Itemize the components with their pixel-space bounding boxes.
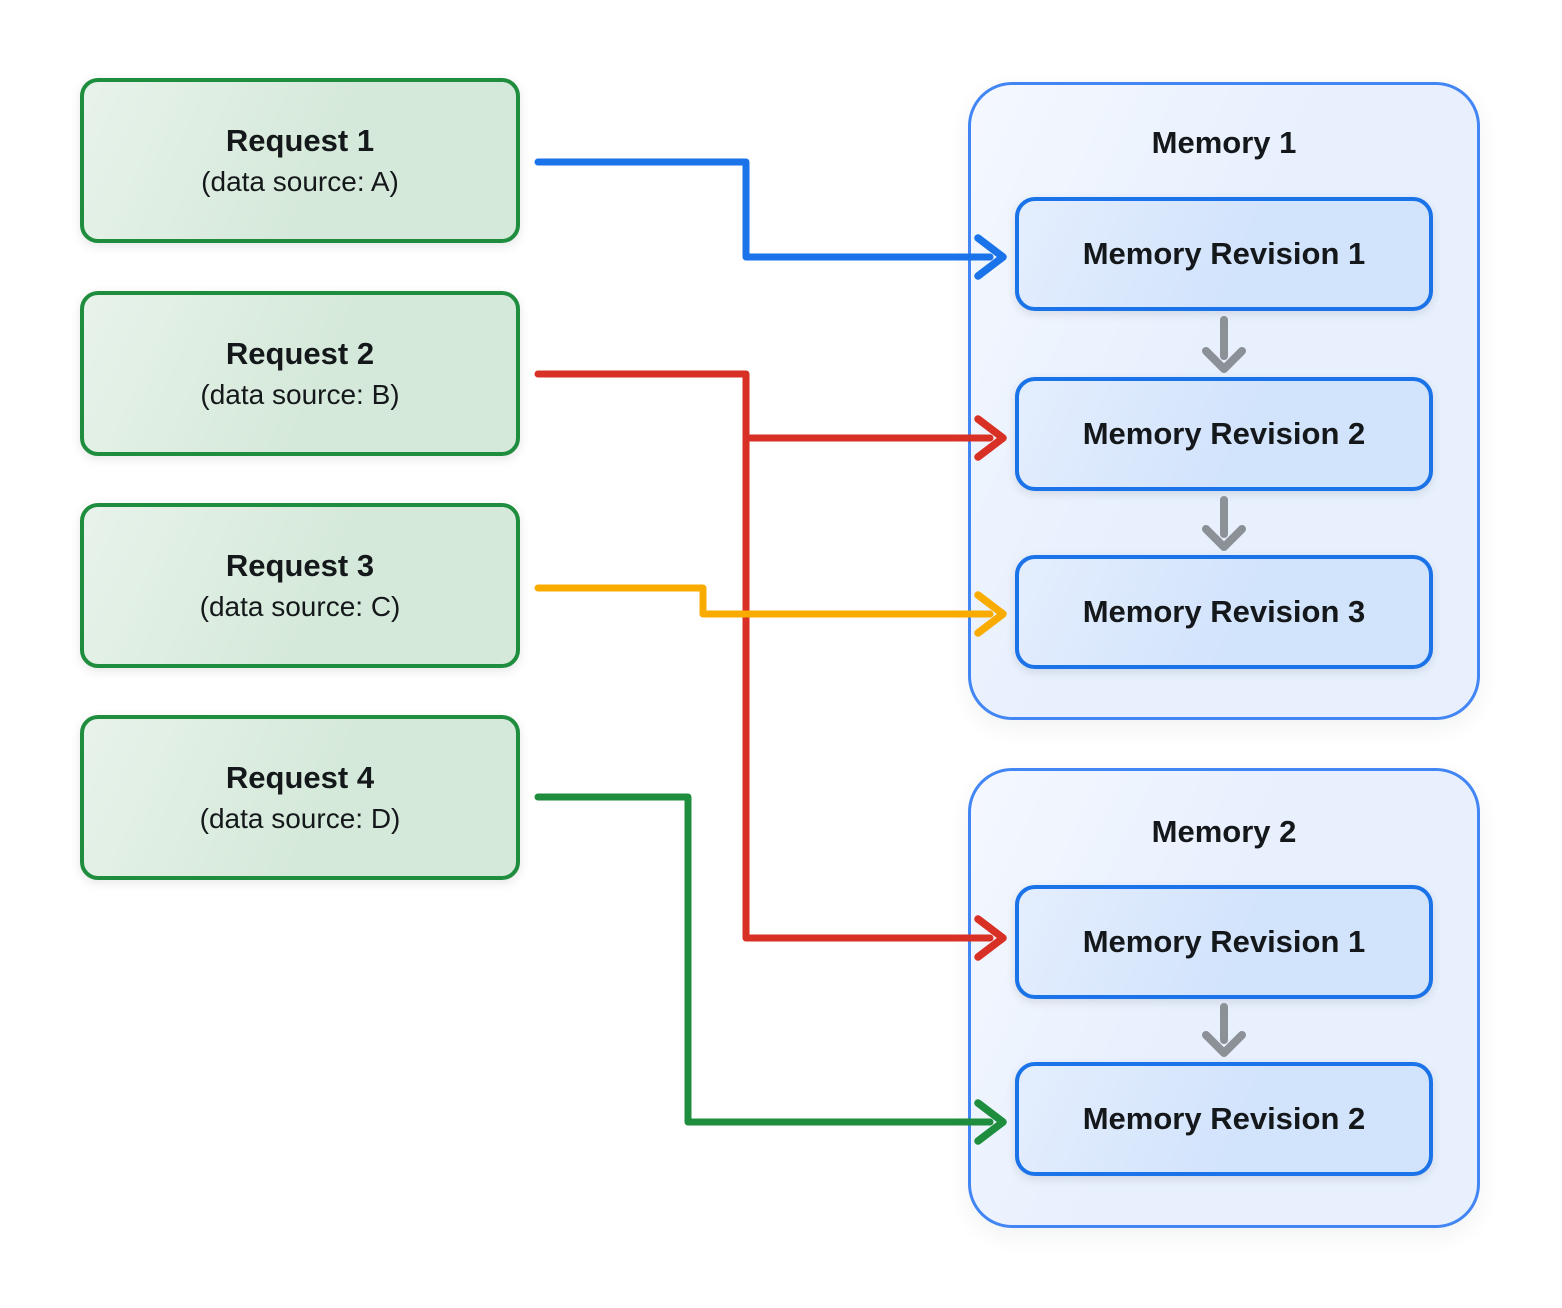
memory-2-container: Memory 2 Memory Revision 1 Memory Revisi… bbox=[968, 768, 1480, 1228]
memory-1-title: Memory 1 bbox=[1151, 125, 1297, 160]
memory-2-title: Memory 2 bbox=[1151, 814, 1297, 849]
arrow-request3-to-memory1-revision3 bbox=[534, 584, 1007, 637]
arrow-request2-to-memory1-revision2 bbox=[742, 415, 1007, 461]
request-3-subtitle: (data source: C) bbox=[199, 590, 401, 622]
memory-1-revision-1-label: Memory Revision 1 bbox=[1082, 236, 1366, 271]
memory-2-revision-2: Memory Revision 2 bbox=[1015, 1062, 1433, 1176]
memory-1-revision-3: Memory Revision 3 bbox=[1015, 555, 1433, 669]
request-3-title: Request 3 bbox=[225, 547, 375, 583]
memory-1-revision-1: Memory Revision 1 bbox=[1015, 197, 1433, 311]
request-box-4: Request 4 (data source: D) bbox=[80, 715, 520, 880]
request-1-subtitle: (data source: A) bbox=[201, 165, 399, 197]
memory-1-container: Memory 1 Memory Revision 1 Memory Revisi… bbox=[968, 82, 1480, 720]
memory-2-revision-1-label: Memory Revision 1 bbox=[1082, 924, 1366, 959]
memory-1-revision-3-label: Memory Revision 3 bbox=[1082, 594, 1366, 629]
arrow-request4-to-memory2-revision2 bbox=[534, 793, 1007, 1145]
request-4-subtitle: (data source: D) bbox=[199, 802, 401, 834]
request-1-title: Request 1 bbox=[225, 122, 375, 158]
memory-2-revision-2-label: Memory Revision 2 bbox=[1082, 1101, 1366, 1136]
request-box-2: Request 2 (data source: B) bbox=[80, 291, 520, 456]
memory-1-revision-2: Memory Revision 2 bbox=[1015, 377, 1433, 491]
memory-1-revision-2-label: Memory Revision 2 bbox=[1082, 416, 1366, 451]
request-2-title: Request 2 bbox=[225, 335, 375, 371]
memory-2-revision-1: Memory Revision 1 bbox=[1015, 885, 1433, 999]
arrow-request2-to-memory2-revision1 bbox=[534, 370, 1007, 961]
arrow-request1-to-memory1-revision1 bbox=[534, 158, 1007, 280]
request-box-3: Request 3 (data source: C) bbox=[80, 503, 520, 668]
request-2-subtitle: (data source: B) bbox=[200, 378, 400, 410]
request-box-1: Request 1 (data source: A) bbox=[80, 78, 520, 243]
request-4-title: Request 4 bbox=[225, 759, 375, 795]
